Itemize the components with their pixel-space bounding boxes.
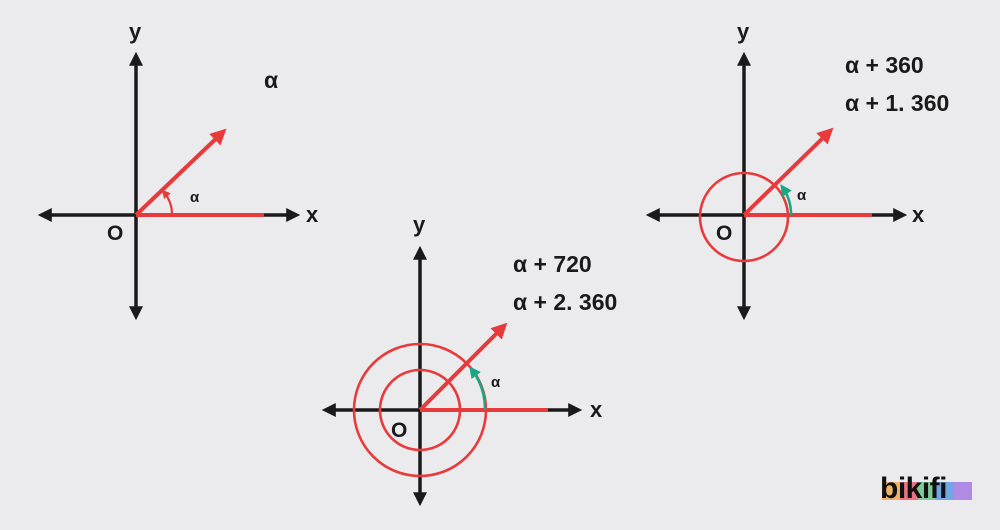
formula-line-1: α + 360 [845, 52, 924, 78]
x-axis-label: x [306, 202, 319, 227]
x-axis-label: x [912, 202, 925, 227]
logo-color-bar [936, 482, 954, 500]
terminal-ray [134, 128, 227, 217]
formula-line-2: α + 1. 360 [845, 90, 949, 116]
terminal-ray [742, 127, 834, 217]
terminal-ray [418, 322, 508, 412]
origin-label: O [716, 222, 732, 245]
bikifi-logo: bikifi [880, 472, 980, 512]
y-axis-label: y [129, 19, 142, 44]
origin-label: O [391, 419, 407, 442]
angle-arc [780, 184, 793, 216]
y-axis-label: y [737, 19, 750, 44]
diagram-two-rotations: y x O α α + 720 α + 2. 360 [321, 212, 617, 507]
x-axis-label: x [590, 397, 603, 422]
logo-color-bar [900, 482, 918, 500]
logo-color-bar [918, 482, 936, 500]
angle-arc [161, 189, 174, 216]
logo-color-bar [954, 482, 972, 500]
logo-text: bikifi [880, 472, 948, 505]
diagram-basic-angle: y x O α α [37, 19, 319, 321]
origin-label: O [107, 222, 123, 245]
angle-label: α [491, 374, 501, 391]
formula-line-1: α + 720 [513, 251, 592, 277]
formula-line-2: α + 2. 360 [513, 289, 617, 315]
logo-color-bar [882, 482, 900, 500]
y-axis-label: y [413, 212, 426, 237]
diagram-one-rotation: y x O α α + 360 α + 1. 360 [645, 19, 949, 321]
angle-label: α [190, 189, 200, 206]
angle-arc [469, 366, 487, 411]
formula-line-1: α [264, 67, 278, 93]
angle-label: α [797, 187, 807, 204]
